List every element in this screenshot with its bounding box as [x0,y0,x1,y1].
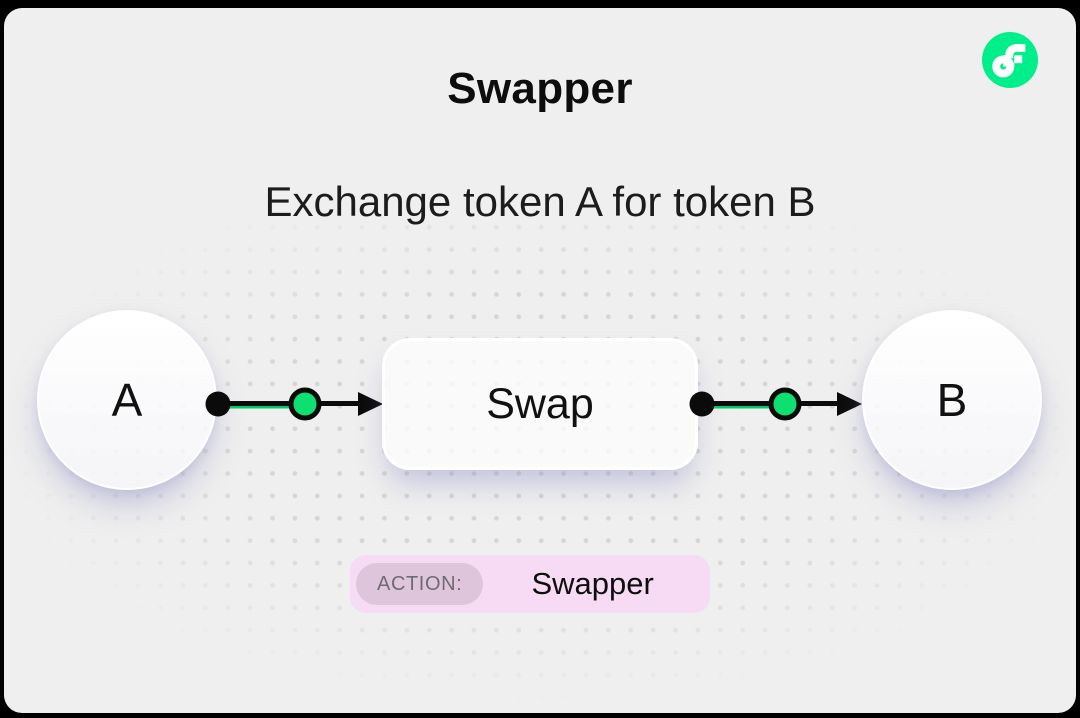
connector-mid-green-dot [768,387,802,421]
arrowhead-icon [358,392,383,416]
flow-logo-crossbar [1014,55,1023,64]
action-badge-label: ACTION: [356,563,484,605]
page-title: Swapper [447,64,633,113]
token-node-a: A [37,310,217,490]
diagram-card: Swapper Exchange token A for token B A S… [4,8,1076,713]
action-badge-value: Swapper [531,566,654,601]
token-node-b: B [862,310,1042,490]
page-subtitle: Exchange token A for token B [264,178,816,225]
swap-node-label: Swap [486,379,594,428]
connector-swap-to-b [689,387,862,421]
flow-logo-icon [982,32,1038,88]
connector-start-dot [689,391,715,417]
flow-logo-stem [1003,55,1007,67]
swap-node: Swap [382,338,698,470]
arrowhead-icon [837,392,862,416]
connector-start-dot [205,391,231,417]
connector-mid-green-dot [288,387,322,421]
connector-a-to-swap [205,387,383,421]
action-badge: ACTION: Swapper [350,555,710,613]
flow-logo-bridge [1006,63,1015,67]
token-node-b-label: B [936,374,968,426]
flow-logo-top-bar [1005,43,1026,59]
token-node-a-label: A [111,374,143,426]
